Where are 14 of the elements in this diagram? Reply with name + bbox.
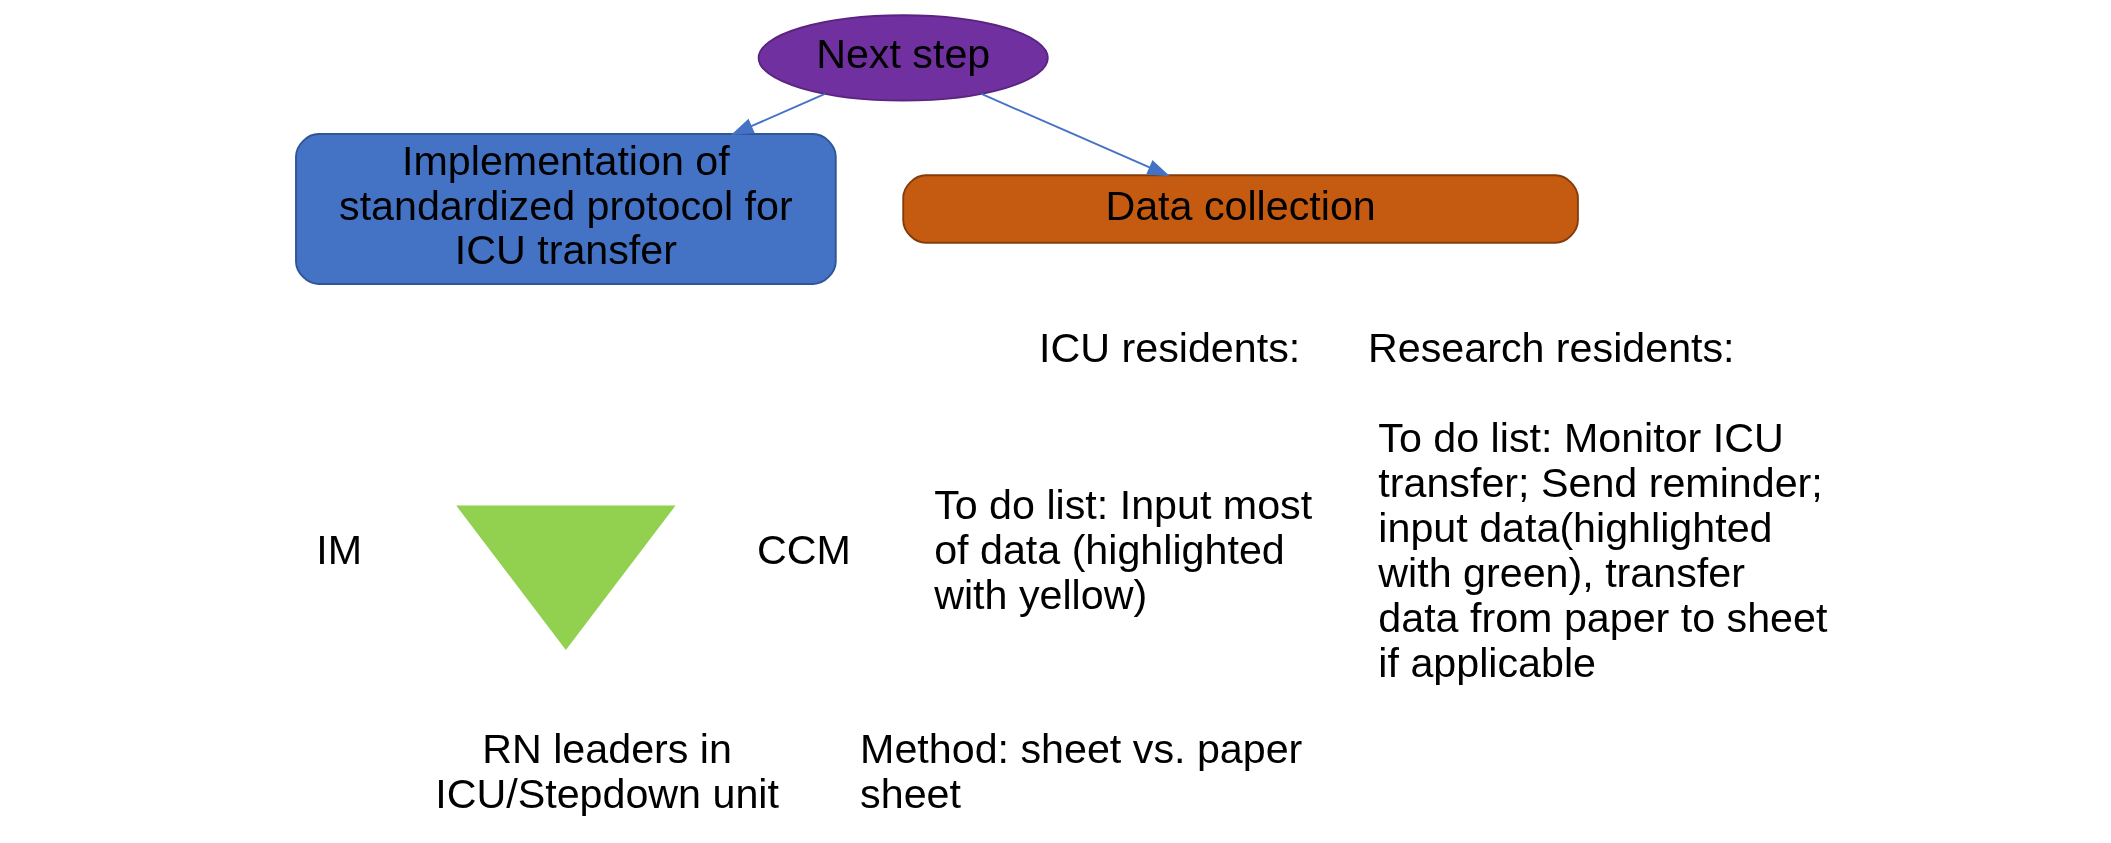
label: Research residents: xyxy=(1368,324,1735,371)
arrow xyxy=(980,93,1170,177)
label: To do list: Input most of data (highlighted with yellow) xyxy=(934,482,1313,619)
node-box: Data collection xyxy=(902,174,1579,244)
node-label: RN leaders in ICU/Stepdown unit xyxy=(435,726,779,817)
arrow xyxy=(731,93,826,135)
node-label: CCM xyxy=(756,527,851,574)
node-triangle xyxy=(456,505,676,651)
label: To do list: Monitor ICU transfer; Send reminder; input data(highlighted with green), transfer data from paper to sheet if applicable xyxy=(1378,414,1828,686)
node-box: Implementation of standardized protocol for ICU transfer xyxy=(295,133,837,285)
node-label: IM xyxy=(316,527,362,574)
label: ICU residents: xyxy=(1039,324,1301,371)
node-ellipse: Next step xyxy=(757,14,1049,102)
label: Method: sheet vs. paper sheet xyxy=(860,726,1303,817)
